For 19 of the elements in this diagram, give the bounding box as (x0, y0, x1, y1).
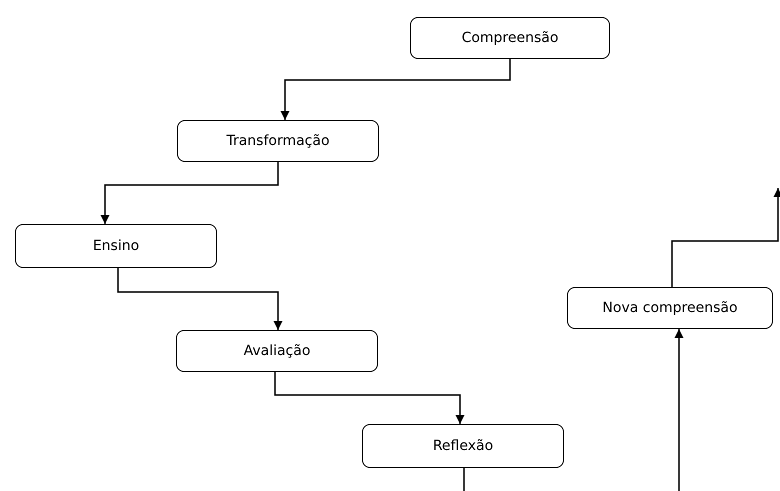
box-label: Nova compreensão (602, 300, 738, 316)
process-box (177, 120, 379, 162)
box-label: Avaliação (244, 343, 310, 359)
box-label: Transformação (226, 133, 330, 149)
box-label: Reflexão (432, 438, 494, 454)
connector-line (463, 468, 465, 491)
process-box (410, 17, 610, 59)
arrow (274, 372, 464, 424)
box-label: Ensino (92, 238, 140, 254)
process-box (362, 424, 564, 468)
arrow (674, 329, 684, 491)
process-box (567, 287, 773, 329)
process-box (15, 224, 217, 268)
arrow (280, 59, 511, 120)
arrow (671, 188, 780, 287)
process-box (176, 330, 378, 372)
arrow (100, 162, 279, 224)
arrow (117, 268, 282, 330)
box-label: Compreensão (462, 30, 558, 46)
